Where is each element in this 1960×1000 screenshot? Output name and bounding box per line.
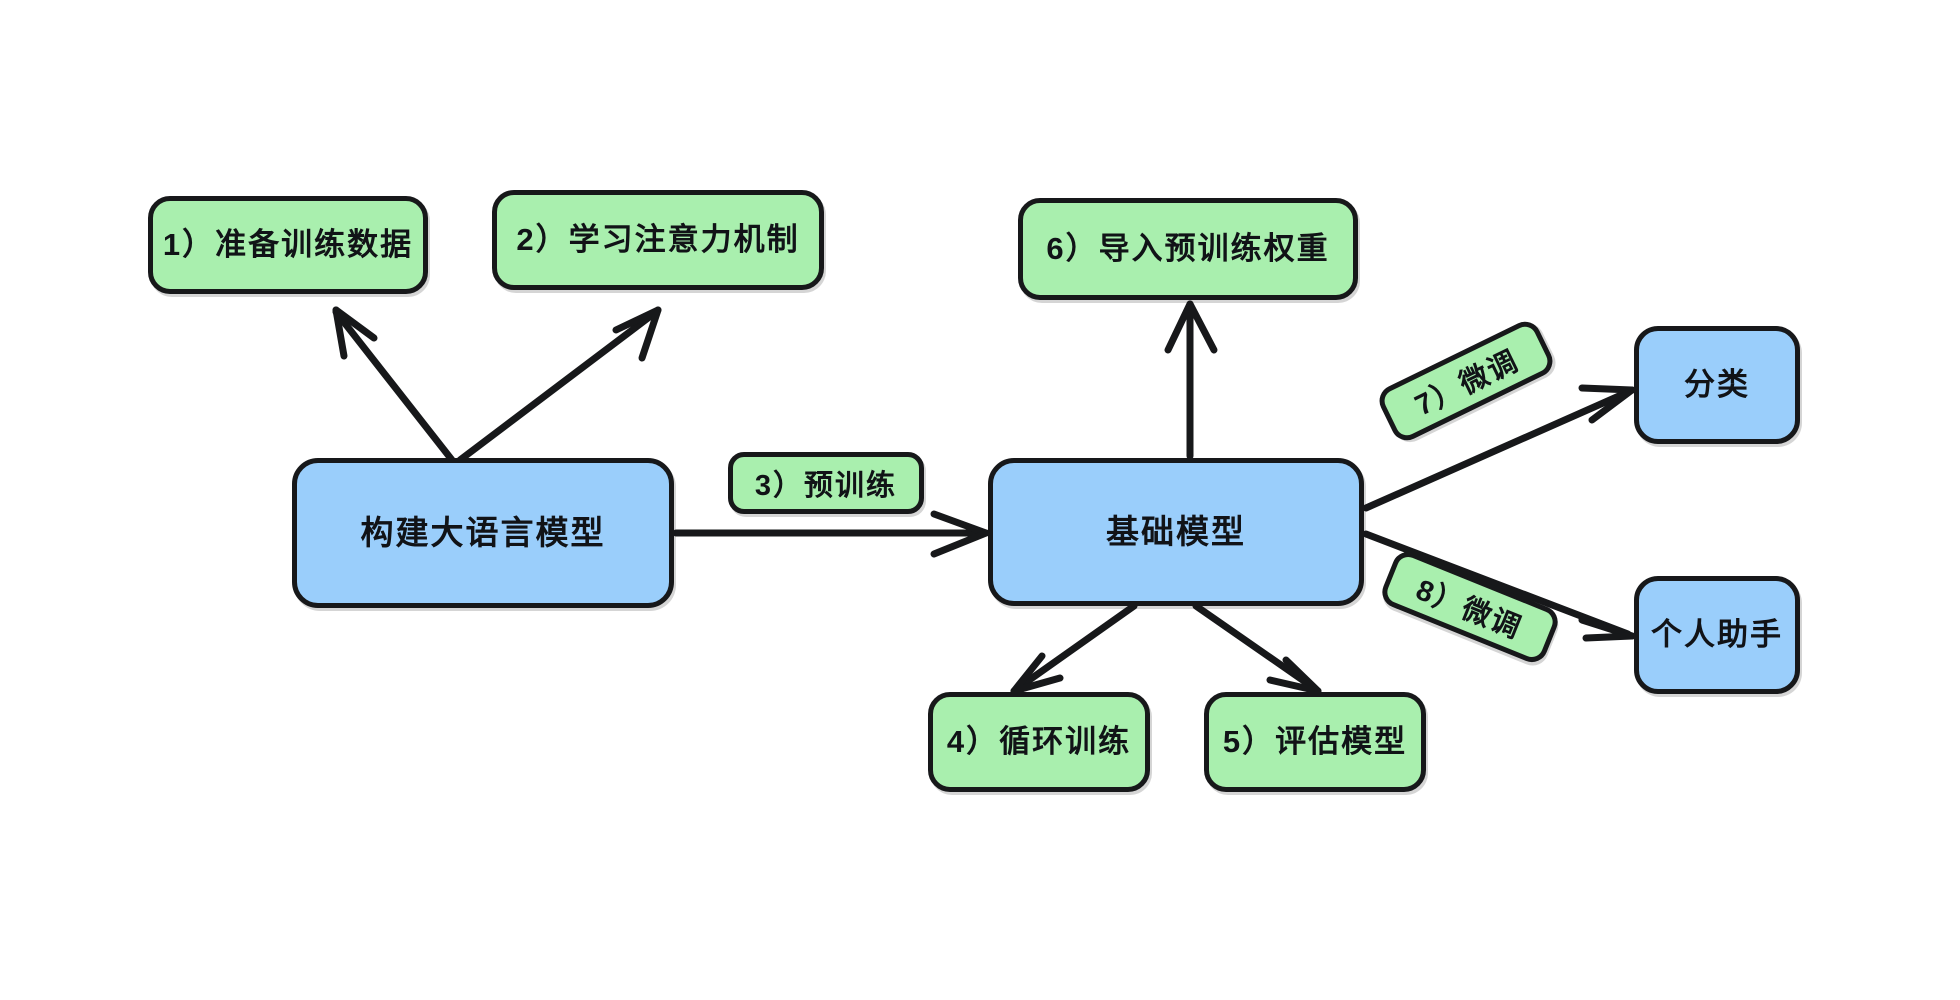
- node-step1-label: 1）准备训练数据: [162, 226, 414, 262]
- node-classify-label: 分类: [1684, 366, 1750, 402]
- node-step5[interactable]: 5）评估模型: [1204, 692, 1426, 792]
- edge-label-pretrain-text: 3）预训练: [754, 470, 898, 502]
- node-base-model[interactable]: 基础模型: [988, 458, 1364, 606]
- edge-base-to-step4: [1010, 602, 1138, 695]
- node-assistant[interactable]: 个人助手: [1634, 576, 1800, 694]
- edge-build-to-step2: [456, 306, 662, 464]
- edge-label-finetune-8[interactable]: 8）微调: [1377, 547, 1563, 667]
- edge-label-finetune-7-text: 7）微调: [1410, 344, 1525, 423]
- edge-build-to-step1: [332, 306, 456, 464]
- edge-label-pretrain[interactable]: 3）预训练: [728, 452, 924, 514]
- node-step2-label: 2）学习注意力机制: [516, 221, 800, 257]
- node-step6[interactable]: 6）导入预训练权重: [1018, 198, 1358, 300]
- node-build-llm-label: 构建大语言模型: [360, 513, 606, 551]
- edge-label-finetune-8-text: 8）微调: [1411, 574, 1527, 646]
- node-step1[interactable]: 1）准备训练数据: [148, 196, 428, 294]
- edge-base-to-step6: [1164, 300, 1218, 460]
- node-step2[interactable]: 2）学习注意力机制: [492, 190, 824, 290]
- edge-label-finetune-7[interactable]: 7）微调: [1374, 316, 1558, 446]
- node-base-model-label: 基础模型: [1106, 512, 1246, 550]
- edge-build-to-base: [672, 510, 990, 558]
- node-step5-label: 5）评估模型: [1222, 723, 1408, 759]
- edge-base-to-step5: [1192, 602, 1322, 695]
- node-build-llm[interactable]: 构建大语言模型: [292, 458, 674, 608]
- node-step4[interactable]: 4）循环训练: [928, 692, 1150, 792]
- node-assistant-label: 个人助手: [1651, 616, 1783, 652]
- node-classify[interactable]: 分类: [1634, 326, 1800, 444]
- node-step4-label: 4）循环训练: [946, 723, 1132, 759]
- node-step6-label: 6）导入预训练权重: [1046, 230, 1330, 266]
